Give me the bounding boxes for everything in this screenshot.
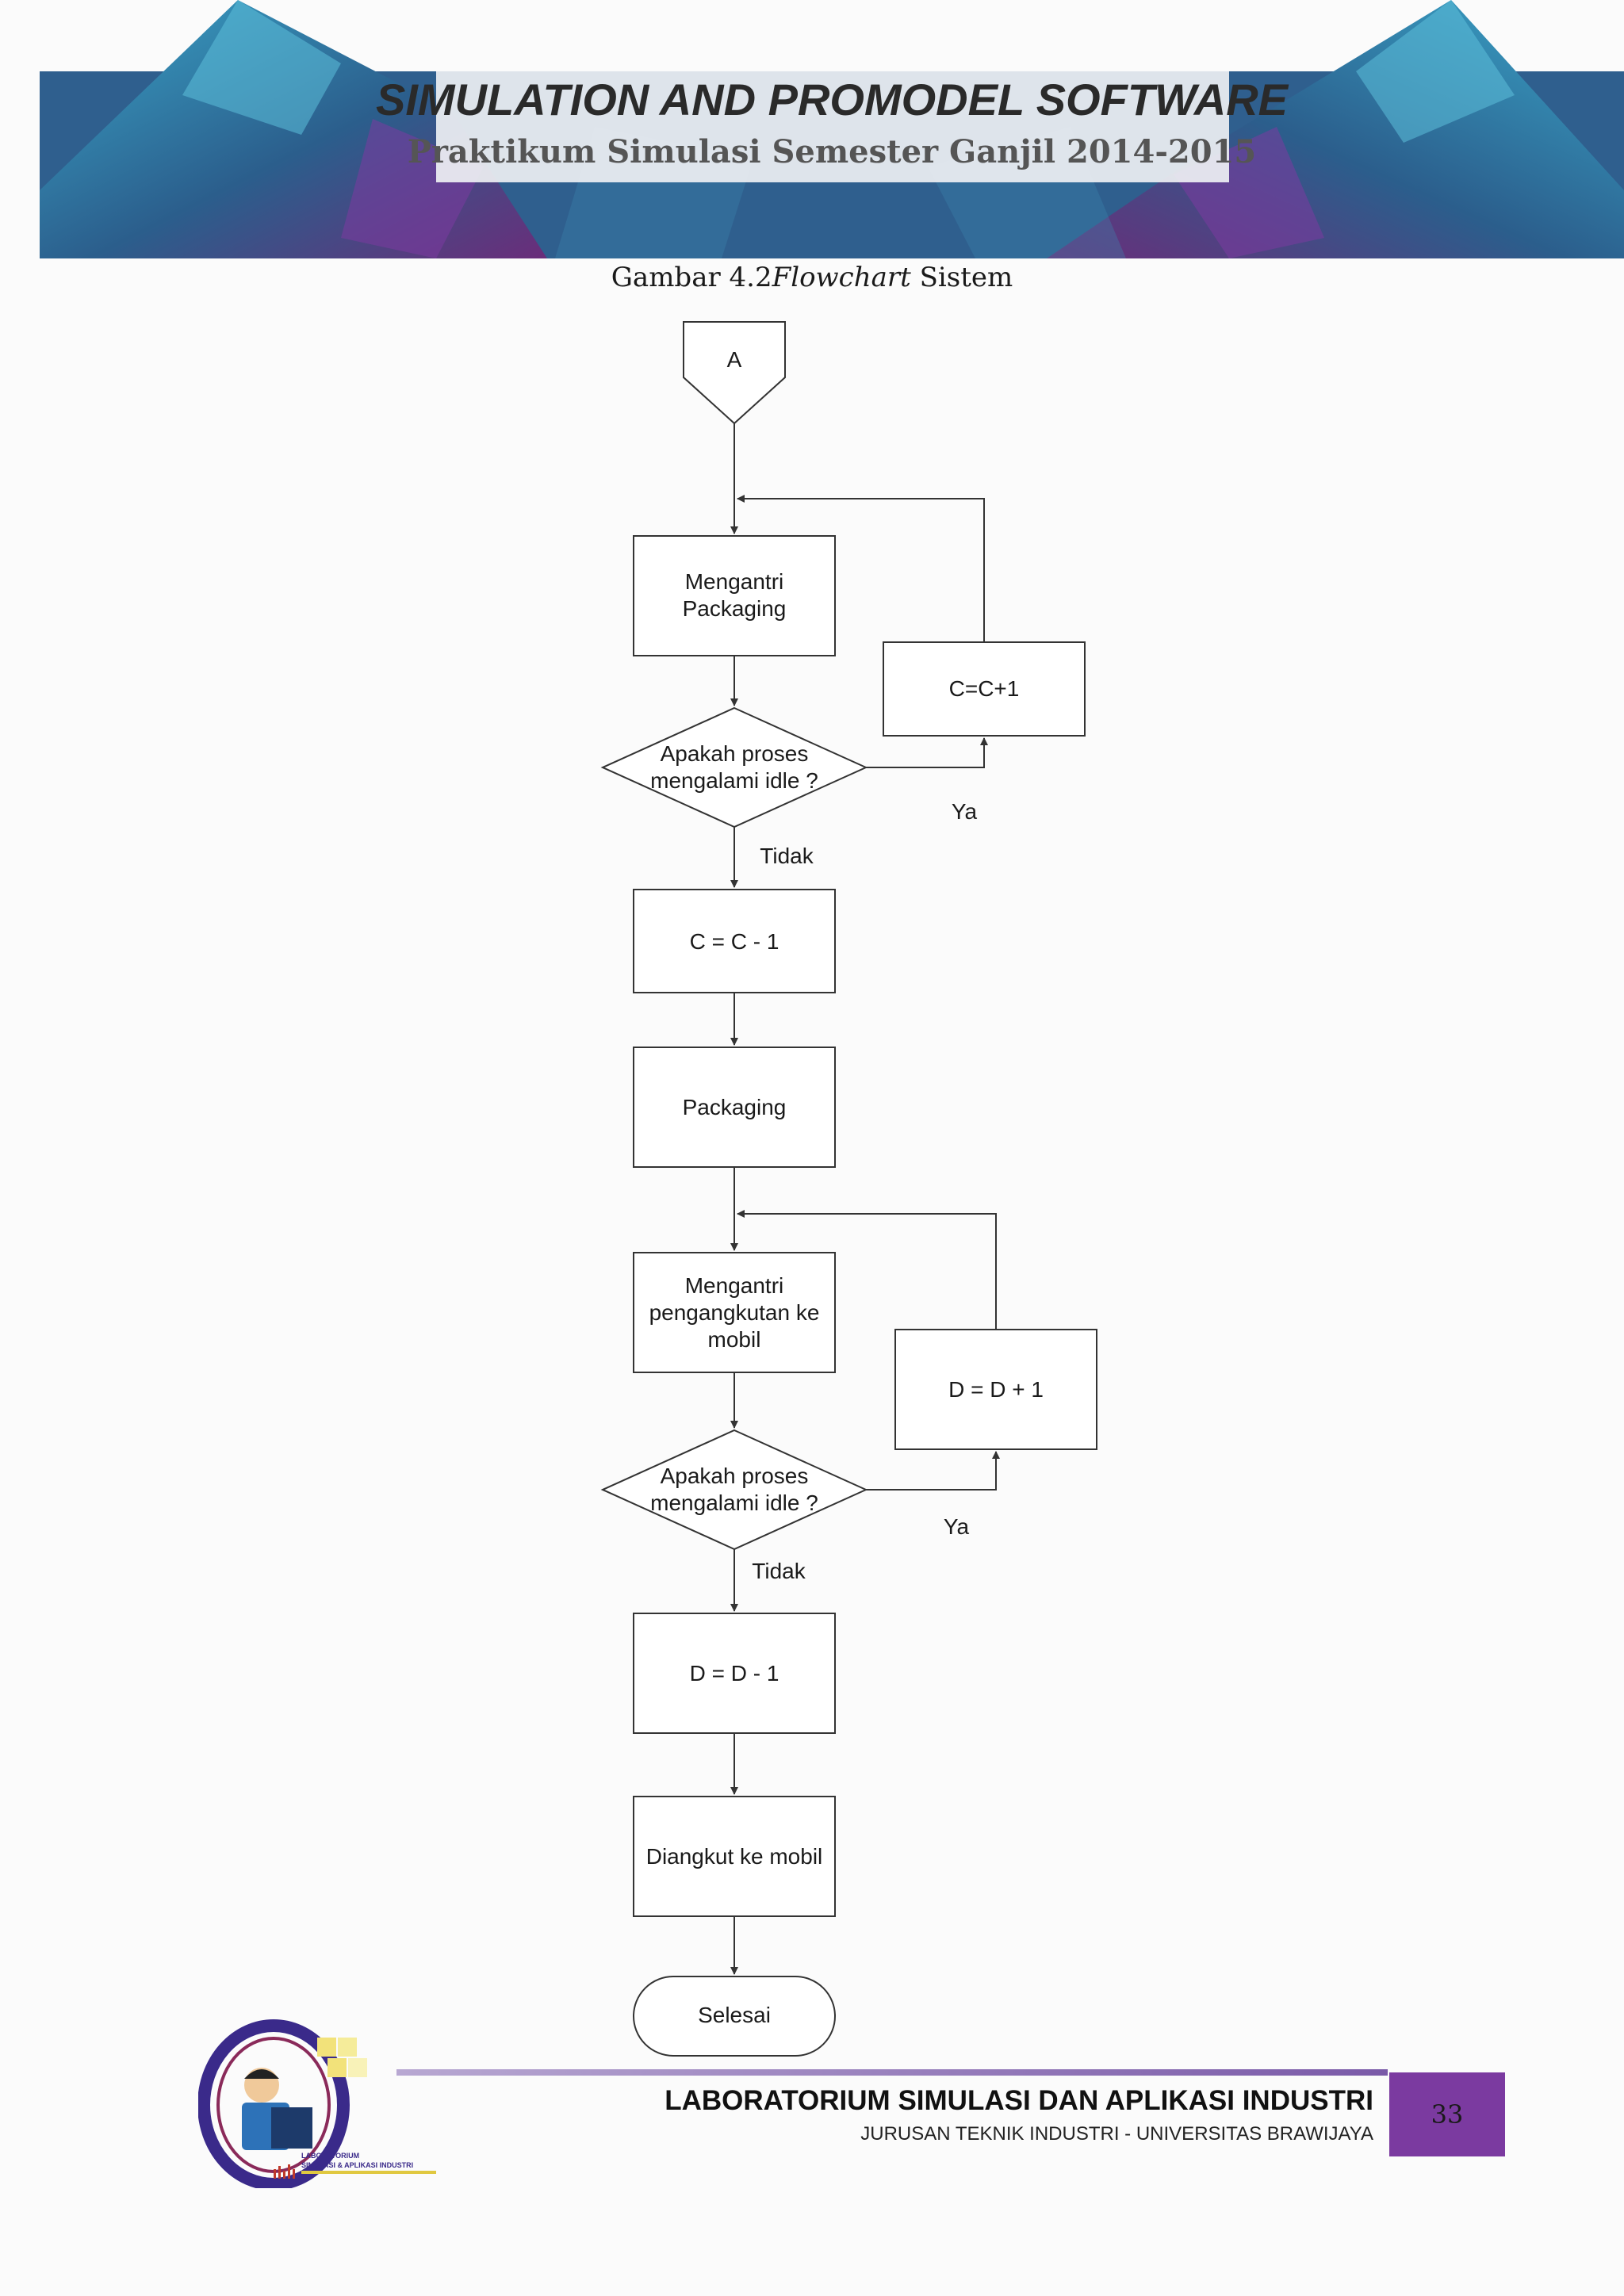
c-decrement-label: C = C - 1 <box>690 929 779 954</box>
queue-packaging-label-2: Packaging <box>683 596 787 621</box>
yes1-label: Ya <box>952 799 978 824</box>
queue-packaging-label-1: Mengantri <box>685 569 784 594</box>
c-decrement-box <box>633 889 836 993</box>
lab-logo: LABORATORIUM SIMULASI & APLIKASI INDUSTR… <box>198 2019 436 2188</box>
footer-divider <box>396 2069 1388 2076</box>
footer-subtitle: JURUSAN TEKNIK INDUSTRI - UNIVERSITAS BR… <box>860 2123 1373 2145</box>
d-decrement-box <box>633 1613 836 1734</box>
packaging-box <box>633 1047 836 1168</box>
no1-label: Tidak <box>760 844 814 868</box>
decision1-label-1: Apakah proses <box>661 741 809 766</box>
yes2-label: Ya <box>944 1514 970 1539</box>
decision1-label-2: mengalami idle ? <box>650 768 818 793</box>
queue-transport-label-2: pengangkutan ke <box>649 1300 820 1325</box>
connector-a-label: A <box>727 347 742 372</box>
loaded-box <box>633 1796 836 1917</box>
c-increment-box <box>883 641 1086 737</box>
decision2-label-2: mengalami idle ? <box>650 1490 818 1515</box>
logo-text-1: LABORATORIUM <box>301 2152 359 2160</box>
c-increment-label: C=C+1 <box>949 676 1020 701</box>
footer-title: LABORATORIUM SIMULASI DAN APLIKASI INDUS… <box>665 2085 1373 2116</box>
connector-a-shape <box>683 321 786 425</box>
loaded-label: Diangkut ke mobil <box>646 1844 823 1869</box>
decision1-diamond <box>600 706 868 828</box>
end-terminator <box>633 1976 836 2057</box>
packaging-label: Packaging <box>683 1095 787 1119</box>
header-subtitle: Praktikum Simulasi Semester Ganjil 2014-… <box>408 133 1257 170</box>
queue-transport-label-1: Mengantri <box>685 1273 784 1298</box>
d-increment-label: D = D + 1 <box>948 1377 1044 1402</box>
d-increment-box <box>894 1329 1097 1450</box>
queue-transport-label-3: mobil <box>708 1327 761 1352</box>
end-label: Selesai <box>698 2003 771 2027</box>
caption-suffix: Sistem <box>910 262 1013 293</box>
caption-italic: Flowchart <box>772 262 911 293</box>
no2-label: Tidak <box>752 1559 806 1583</box>
figure-caption: Gambar 4.2Flowchart Sistem <box>0 262 1624 293</box>
caption-prefix: Gambar 4.2 <box>611 262 772 293</box>
queue-transport-box <box>633 1252 836 1373</box>
d-decrement-label: D = D - 1 <box>690 1661 779 1686</box>
decision2-label-1: Apakah proses <box>661 1464 809 1488</box>
page-number: 33 <box>1389 2072 1505 2156</box>
logo-text-2: SIMULASI & APLIKASI INDUSTRI <box>301 2161 413 2169</box>
header-banner: SIMULATION AND PROMODEL SOFTWARE Praktik… <box>40 0 1624 258</box>
decision2-diamond <box>600 1429 868 1551</box>
header-title: SIMULATION AND PROMODEL SOFTWARE <box>376 75 1289 124</box>
